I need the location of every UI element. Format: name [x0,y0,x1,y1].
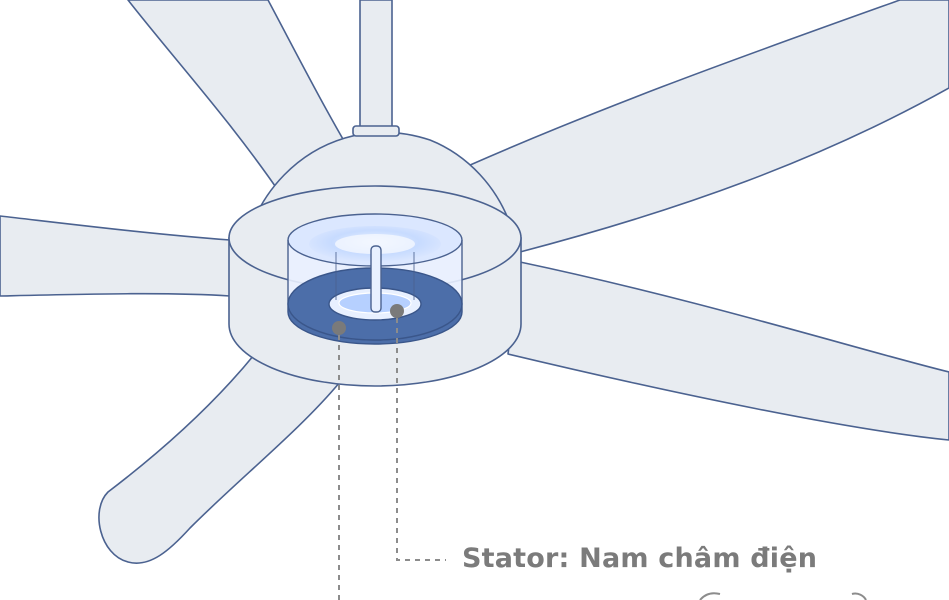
fan-blade-lower-left [98,349,341,564]
down-rod [359,0,393,129]
motor-shaft [335,245,415,313]
partial-decoration-curve [699,592,867,600]
fan-blade-upper-right [431,0,949,253]
leader-lines [338,318,446,600]
stator-dot [332,321,346,335]
stator-callout-label: Stator: Nam châm điện [462,543,818,574]
fan-blade-left [0,215,231,297]
rod-collar [352,125,400,137]
rotor-dot [390,304,404,318]
fan-blade-right [507,261,949,441]
stator-leader-line [396,318,446,561]
